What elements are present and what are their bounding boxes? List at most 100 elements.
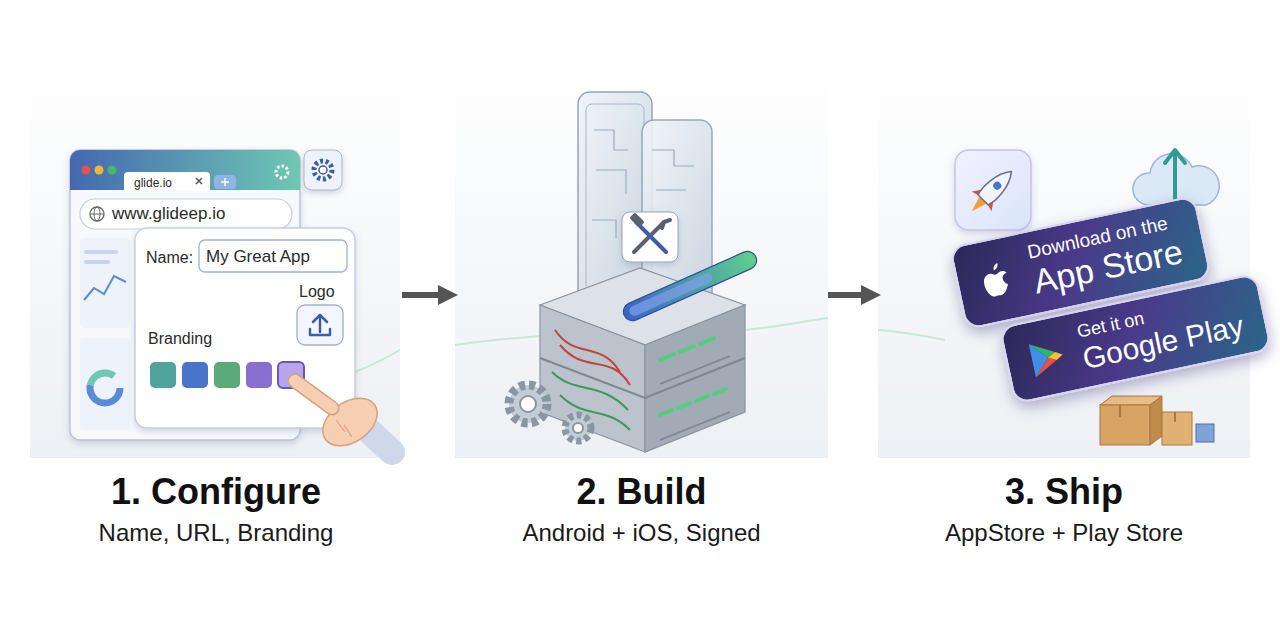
rocket-tile bbox=[955, 150, 1031, 230]
address-bar bbox=[90, 214, 104, 215]
address-bar bbox=[80, 199, 292, 229]
progress-bar bbox=[621, 248, 760, 323]
gear-icon bbox=[565, 415, 591, 441]
rocket-tile bbox=[962, 162, 1021, 221]
ui-label: Logo bbox=[299, 283, 335, 301]
ui-label: Branding bbox=[148, 330, 212, 348]
cloud-upload bbox=[1133, 150, 1219, 205]
name-input bbox=[199, 240, 347, 272]
ui-label: www.glideep.io bbox=[112, 205, 225, 224]
step-subtitle: Android + iOS, Signed bbox=[455, 518, 828, 548]
tool-tile bbox=[636, 222, 666, 252]
package-boxes bbox=[1100, 396, 1214, 445]
color-swatch bbox=[246, 362, 272, 388]
step-title: 3. Ship bbox=[878, 470, 1250, 514]
panel-ground bbox=[878, 60, 1250, 458]
rocket-tile bbox=[955, 150, 1031, 230]
color-swatch bbox=[150, 362, 304, 388]
pointing-hand bbox=[295, 381, 392, 456]
apple-icon bbox=[980, 262, 1010, 298]
glow-line bbox=[745, 318, 828, 330]
flow-arrow bbox=[828, 292, 866, 298]
name-input bbox=[199, 240, 347, 272]
gear-icon bbox=[509, 385, 591, 441]
progress-bar bbox=[621, 248, 760, 323]
gear-icon bbox=[520, 396, 536, 412]
browser-window bbox=[70, 150, 300, 190]
server-stack bbox=[660, 356, 730, 440]
cloud-upload bbox=[1165, 150, 1185, 163]
cloud-upload bbox=[1173, 152, 1177, 205]
browser-tab bbox=[214, 175, 236, 189]
browser-content bbox=[84, 260, 110, 264]
step-panel: 1. ConfigureName, URL, Branding bbox=[30, 60, 402, 548]
browser-content bbox=[84, 250, 118, 254]
browser-content bbox=[80, 238, 130, 328]
step-panel: 2. BuildAndroid + iOS, Signed bbox=[455, 60, 828, 548]
window-dots bbox=[82, 166, 117, 175]
connector-group bbox=[402, 295, 866, 296]
browser-content bbox=[80, 338, 130, 430]
server-stack bbox=[660, 338, 714, 360]
form-card bbox=[135, 228, 355, 428]
settings-tile bbox=[314, 161, 332, 179]
play-icon bbox=[1022, 332, 1072, 382]
address-bar bbox=[80, 199, 292, 229]
panel-ground bbox=[455, 60, 828, 458]
pointing-hand bbox=[295, 381, 332, 408]
ui-label: Name: bbox=[146, 249, 193, 267]
rocket-tile bbox=[977, 165, 1018, 206]
flow-arrow bbox=[402, 292, 443, 298]
browser-tab bbox=[124, 172, 210, 191]
tool-tile bbox=[622, 212, 678, 262]
browser-content bbox=[90, 373, 120, 403]
tool-tile bbox=[622, 212, 678, 262]
pointing-hand bbox=[295, 381, 332, 408]
logo-upload bbox=[310, 329, 330, 335]
logo-upload bbox=[313, 315, 327, 332]
pointing-hand bbox=[336, 420, 352, 437]
logo-upload bbox=[297, 305, 343, 345]
tool-tile bbox=[662, 220, 670, 228]
window-dots bbox=[95, 166, 104, 175]
color-swatch bbox=[214, 362, 240, 388]
ui-label: My Great App bbox=[206, 248, 310, 267]
step-subtitle: Name, URL, Branding bbox=[30, 518, 402, 548]
package-boxes bbox=[1120, 405, 1175, 422]
browser-content bbox=[84, 276, 126, 300]
glow-line bbox=[355, 350, 400, 372]
browser-content bbox=[80, 238, 130, 430]
color-swatch bbox=[182, 362, 208, 388]
rocket-tile bbox=[992, 180, 1003, 191]
panel-ground bbox=[30, 60, 1250, 458]
window-dots bbox=[108, 166, 117, 175]
play-icon bbox=[1047, 350, 1063, 361]
browser-tab bbox=[124, 166, 288, 191]
settings-tile bbox=[304, 150, 342, 190]
logo-upload bbox=[297, 305, 343, 345]
browser-tab bbox=[221, 178, 229, 186]
server-stack bbox=[660, 389, 726, 415]
step-subtitle: AppStore + Play Store bbox=[878, 518, 1250, 548]
pointing-hand bbox=[368, 430, 392, 452]
package-boxes bbox=[1100, 405, 1150, 445]
ui-label: glide.io bbox=[134, 177, 172, 190]
settings-tile bbox=[304, 150, 342, 190]
panel-ground bbox=[30, 60, 400, 458]
package-boxes bbox=[1162, 412, 1192, 445]
package-boxes bbox=[1196, 424, 1214, 442]
address-bar bbox=[90, 207, 104, 221]
server-stack bbox=[555, 330, 630, 385]
color-swatch bbox=[150, 362, 176, 388]
browser-tab bbox=[276, 166, 288, 178]
package-boxes bbox=[1150, 396, 1162, 445]
progress-bar bbox=[621, 248, 760, 323]
glow-line bbox=[878, 330, 945, 340]
form-card bbox=[135, 228, 355, 428]
progress-bar bbox=[628, 272, 714, 318]
step-panel: 3. ShipAppStore + Play StoreDownload on … bbox=[878, 60, 1250, 548]
gear-icon bbox=[573, 423, 583, 433]
step-title: 1. Configure bbox=[30, 470, 402, 514]
browser-tab bbox=[196, 178, 202, 184]
